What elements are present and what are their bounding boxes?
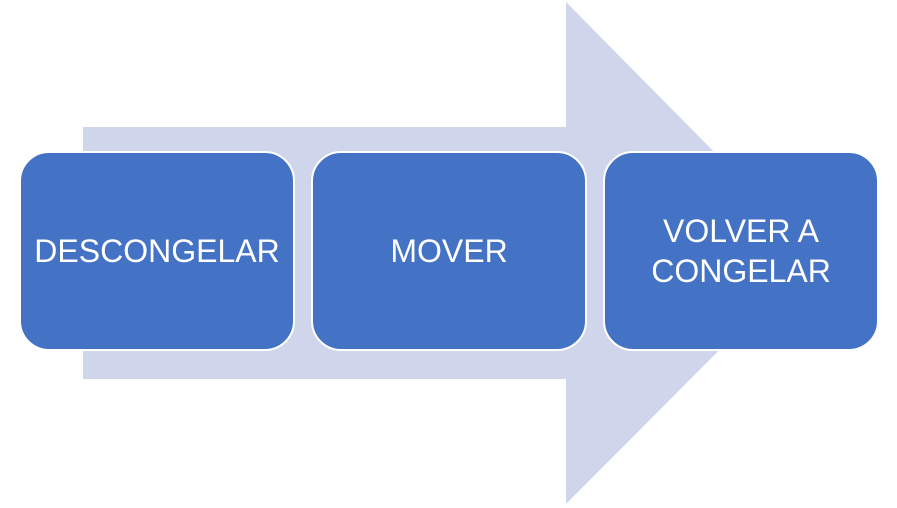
step-mover: MOVER [311,151,587,351]
step-label: MOVER [390,233,508,269]
step-label: VOLVER A CONGELAR [651,213,831,289]
step-volver-a-congelar: VOLVER A CONGELAR [603,151,879,351]
step-label: DESCONGELAR [34,233,280,269]
step-descongelar: DESCONGELAR [19,151,295,351]
